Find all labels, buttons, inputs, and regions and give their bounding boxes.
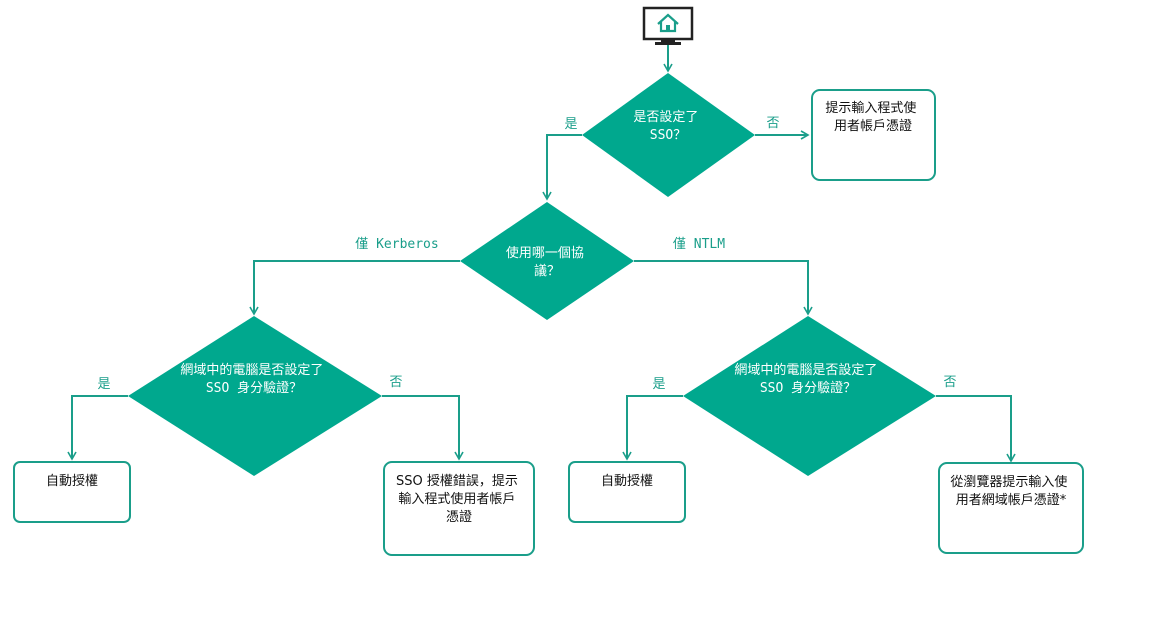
box-text: SSO 授權錯誤，提示 輸入程式使用者帳戶 憑證 [396,473,522,525]
label-right-no: 否 [943,375,956,390]
box-browser-prompt: 從瀏覽器提示輸入使 用者網域帳戶憑證* [938,462,1084,554]
connector-ntlm [634,260,813,316]
label-left-yes: 是 [97,377,110,392]
box-text: 從瀏覽器提示輸入使 用者網域帳戶憑證* [950,474,1071,508]
box-text: 提示輸入程式使 用者帳戶憑證 [825,100,920,134]
decision-text: 網域中的電腦是否設定了 SSO 身分驗證？ [734,362,881,396]
decision-sso-configured: 是否設定了 SSO？ [582,73,755,197]
decision-text: 網域中的電腦是否設定了 SSO 身分驗證？ [180,362,327,396]
label-sso-no: 否 [766,116,779,131]
connector-left-yes [67,395,128,461]
connector-left-no [382,395,464,461]
box-sso-error: SSO 授權錯誤，提示 輸入程式使用者帳戶 憑證 [383,461,535,556]
box-text: 自動授權 [601,474,653,489]
decision-right-sso-auth: 網域中的電腦是否設定了 SSO 身分驗證？ [683,316,936,476]
box-prompt-app-credentials: 提示輸入程式使 用者帳戶憑證 [811,89,936,181]
connector-sso-yes [542,134,582,201]
box-right-auto-auth: 自動授權 [568,461,686,523]
label-kerberos-only: 僅 Kerberos [355,237,438,252]
label-left-no: 否 [389,375,402,390]
decision-protocol: 使用哪一個協 議？ [460,202,634,320]
decision-text: 是否設定了 SSO？ [633,109,702,143]
label-ntlm-only: 僅 NTLM [673,237,725,252]
label-right-yes: 是 [652,377,665,392]
label-sso-yes: 是 [564,117,577,132]
computer-home-icon [642,6,694,45]
connector-right-yes [622,395,683,461]
connectors [67,45,1016,463]
decision-text: 使用哪一個協 議？ [506,245,588,279]
decision-left-sso-auth: 網域中的電腦是否設定了 SSO 身分驗證？ [128,316,382,476]
box-text: 自動授權 [46,474,98,489]
box-left-auto-auth: 自動授權 [13,461,131,523]
connector-right-no [936,395,1016,463]
connector-kerberos [249,260,460,316]
